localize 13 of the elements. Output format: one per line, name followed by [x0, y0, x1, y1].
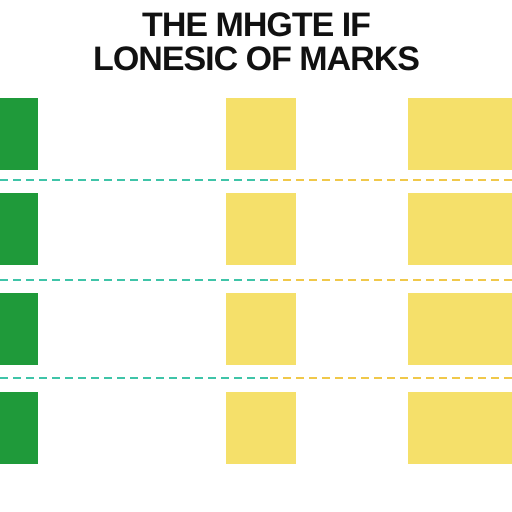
category-block [0, 293, 38, 365]
table-cell-block [408, 392, 512, 464]
table-cell-block [408, 293, 512, 365]
category-block [0, 193, 38, 265]
table-cell-block [408, 98, 512, 170]
table-cell-block [226, 98, 296, 170]
table-cell-block [226, 392, 296, 464]
table-cell-block [408, 193, 512, 265]
category-block [0, 98, 38, 170]
title: THE MHGTE IF LONESIC OF MARKS [92, 8, 420, 76]
table-cell-block [226, 293, 296, 365]
table-cell-block [226, 193, 296, 265]
category-block [0, 392, 38, 464]
